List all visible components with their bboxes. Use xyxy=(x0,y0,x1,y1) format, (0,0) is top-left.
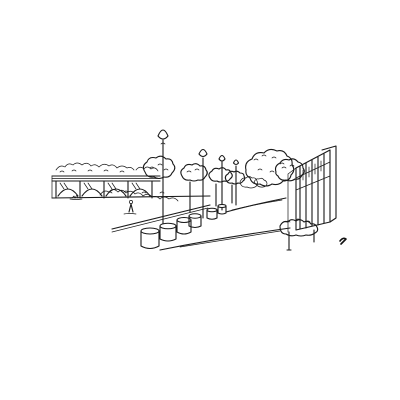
promenade-trees xyxy=(142,155,268,213)
building-facade xyxy=(287,145,337,233)
planter xyxy=(159,222,177,242)
bridge xyxy=(51,175,161,199)
planter xyxy=(217,204,227,215)
street-lamp xyxy=(232,159,240,206)
street-lamp xyxy=(198,148,208,219)
pedestrian-figure xyxy=(123,200,137,215)
planter xyxy=(188,213,202,229)
street-lamps xyxy=(157,129,240,227)
distant-tree-line xyxy=(55,162,159,173)
grass-bank xyxy=(51,194,211,233)
planter xyxy=(206,207,218,220)
river-shrubs xyxy=(99,189,179,202)
street-lamp xyxy=(157,129,169,227)
right-hedge xyxy=(279,218,319,251)
signature-mark xyxy=(339,237,347,245)
planter xyxy=(140,227,160,250)
round-planters xyxy=(140,204,227,250)
promenade-path xyxy=(159,197,291,251)
planter xyxy=(176,217,192,235)
street-lamp xyxy=(218,154,226,211)
